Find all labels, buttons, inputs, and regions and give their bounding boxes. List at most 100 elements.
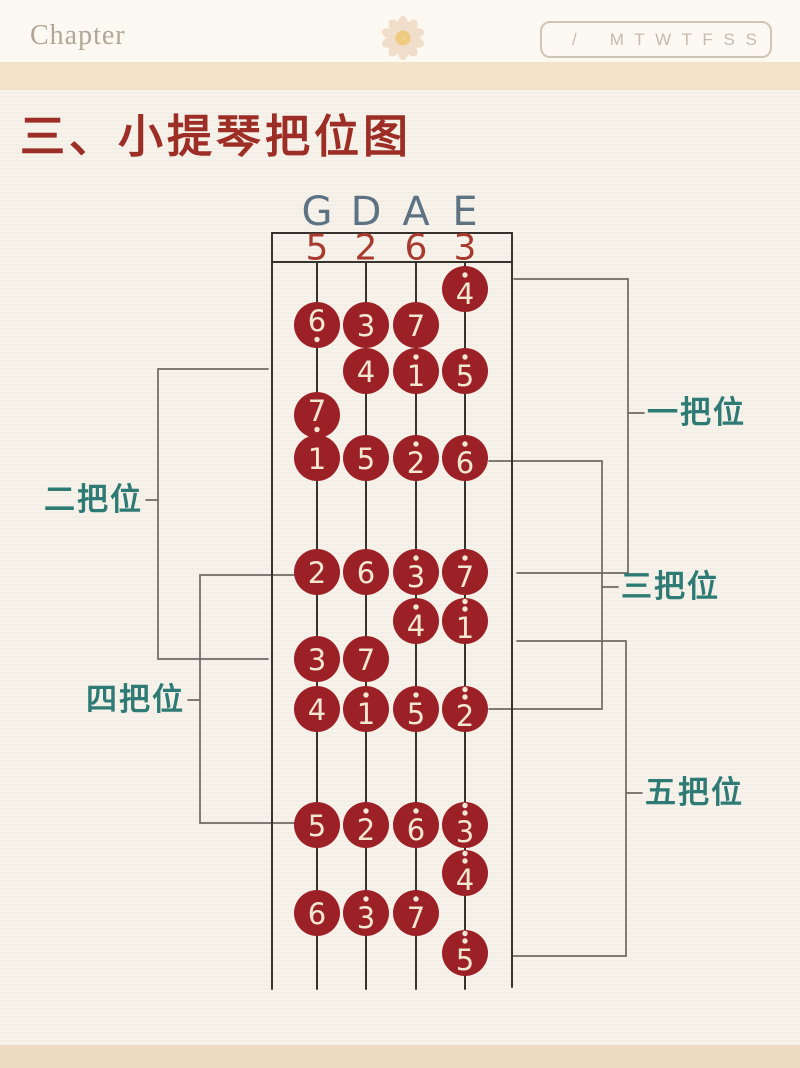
- octave-dot: [462, 802, 468, 809]
- note-number: 6: [456, 446, 474, 480]
- note-circle: [294, 686, 340, 732]
- note-number: 3: [357, 309, 375, 343]
- octave-dot: [462, 686, 468, 693]
- note-circle: [343, 802, 389, 848]
- note-number: 5: [407, 697, 425, 731]
- octave-dot: [413, 692, 419, 698]
- octave-dot: [314, 336, 320, 343]
- position-label: 五把位: [645, 775, 744, 811]
- note-number: 3: [407, 560, 425, 594]
- octave-dot: [314, 426, 320, 433]
- chapter-label: Chapter: [30, 20, 126, 51]
- octave-dot: [413, 441, 419, 447]
- note-circle: [343, 549, 389, 595]
- note-circle: [393, 686, 439, 732]
- note-number: 6: [407, 813, 425, 847]
- octave-dot: [462, 810, 468, 816]
- octave-dot: [462, 354, 468, 360]
- octave-dot: [413, 808, 419, 814]
- octave-dot: [413, 604, 419, 610]
- note-circle: [393, 598, 439, 644]
- octave-dot: [363, 896, 369, 902]
- bottom-band: [0, 1045, 800, 1068]
- note-number: 3: [308, 643, 326, 677]
- note-number: 7: [407, 309, 425, 343]
- octave-dot: [363, 692, 369, 698]
- string-letter: G: [302, 189, 333, 235]
- note-circle: [294, 392, 340, 438]
- octave-dot: [462, 930, 468, 937]
- note-circle: [442, 930, 488, 976]
- note-circle: [294, 302, 340, 348]
- string-letter: D: [351, 189, 382, 235]
- note-circle: [343, 686, 389, 732]
- note-circle: [343, 890, 389, 936]
- header: Chapter / M T W T F S S: [0, 0, 800, 62]
- note-number: 4: [407, 609, 425, 643]
- octave-dot: [462, 441, 468, 447]
- octave-dot: [413, 896, 419, 902]
- octave-dot: [462, 850, 468, 857]
- octave-dot: [462, 272, 468, 278]
- octave-dot: [462, 694, 468, 700]
- note-number: 5: [456, 943, 474, 977]
- note-number: 2: [407, 446, 425, 480]
- note-number: 3: [357, 901, 375, 935]
- week-selector-slash: /: [572, 29, 577, 49]
- note-circle: [393, 302, 439, 348]
- note-circle: [294, 890, 340, 936]
- note-number: 1: [456, 611, 474, 645]
- note-circle: [442, 802, 488, 848]
- note-number: 7: [407, 901, 425, 935]
- note-circle: [393, 348, 439, 394]
- note-number: 1: [407, 359, 425, 393]
- note-number: 3: [456, 815, 474, 849]
- octave-dot: [462, 938, 468, 944]
- note-number: 1: [357, 697, 375, 731]
- octave-dot: [363, 808, 369, 814]
- note-number: 1: [308, 442, 326, 476]
- note-number: 5: [456, 359, 474, 393]
- daisy-flower-icon: [381, 16, 425, 60]
- octave-dot: [462, 858, 468, 864]
- note-number: 2: [456, 699, 474, 733]
- note-number: 4: [357, 355, 375, 389]
- note-circle: [442, 266, 488, 312]
- position-label: 四把位: [86, 682, 185, 718]
- position-label: 三把位: [621, 569, 720, 605]
- note-number: 5: [357, 442, 375, 476]
- weekday-letters: M T W T F S S: [609, 29, 760, 49]
- open-string-number: 6: [405, 228, 428, 269]
- string-letter: E: [452, 189, 477, 235]
- open-string-number: 5: [306, 228, 329, 269]
- position-label: 一把位: [647, 395, 746, 431]
- note-circle: [442, 348, 488, 394]
- note-circle: [442, 435, 488, 481]
- week-selector[interactable]: / M T W T F S S: [540, 21, 772, 58]
- note-circle: [343, 435, 389, 481]
- octave-dot: [462, 606, 468, 612]
- note-number: 7: [357, 643, 375, 677]
- note-number: 7: [308, 394, 326, 428]
- note-circle: [294, 802, 340, 848]
- octave-dot: [413, 555, 419, 561]
- top-band: [0, 62, 800, 90]
- note-circle: [343, 302, 389, 348]
- note-circle: [442, 686, 488, 732]
- string-letter: A: [402, 189, 430, 235]
- note-number: 2: [357, 813, 375, 847]
- open-string-number: 2: [355, 228, 378, 269]
- note-circle: [442, 598, 488, 644]
- octave-dot: [413, 354, 419, 360]
- note-circle: [393, 549, 439, 595]
- note-number: 6: [308, 304, 326, 338]
- note-circle: [393, 435, 439, 481]
- note-circle: [343, 636, 389, 682]
- note-circle: [442, 850, 488, 896]
- note-number: 4: [456, 863, 474, 897]
- octave-dot: [462, 598, 468, 605]
- page-title: 三、小提琴把位图: [20, 110, 413, 163]
- note-circle: [442, 549, 488, 595]
